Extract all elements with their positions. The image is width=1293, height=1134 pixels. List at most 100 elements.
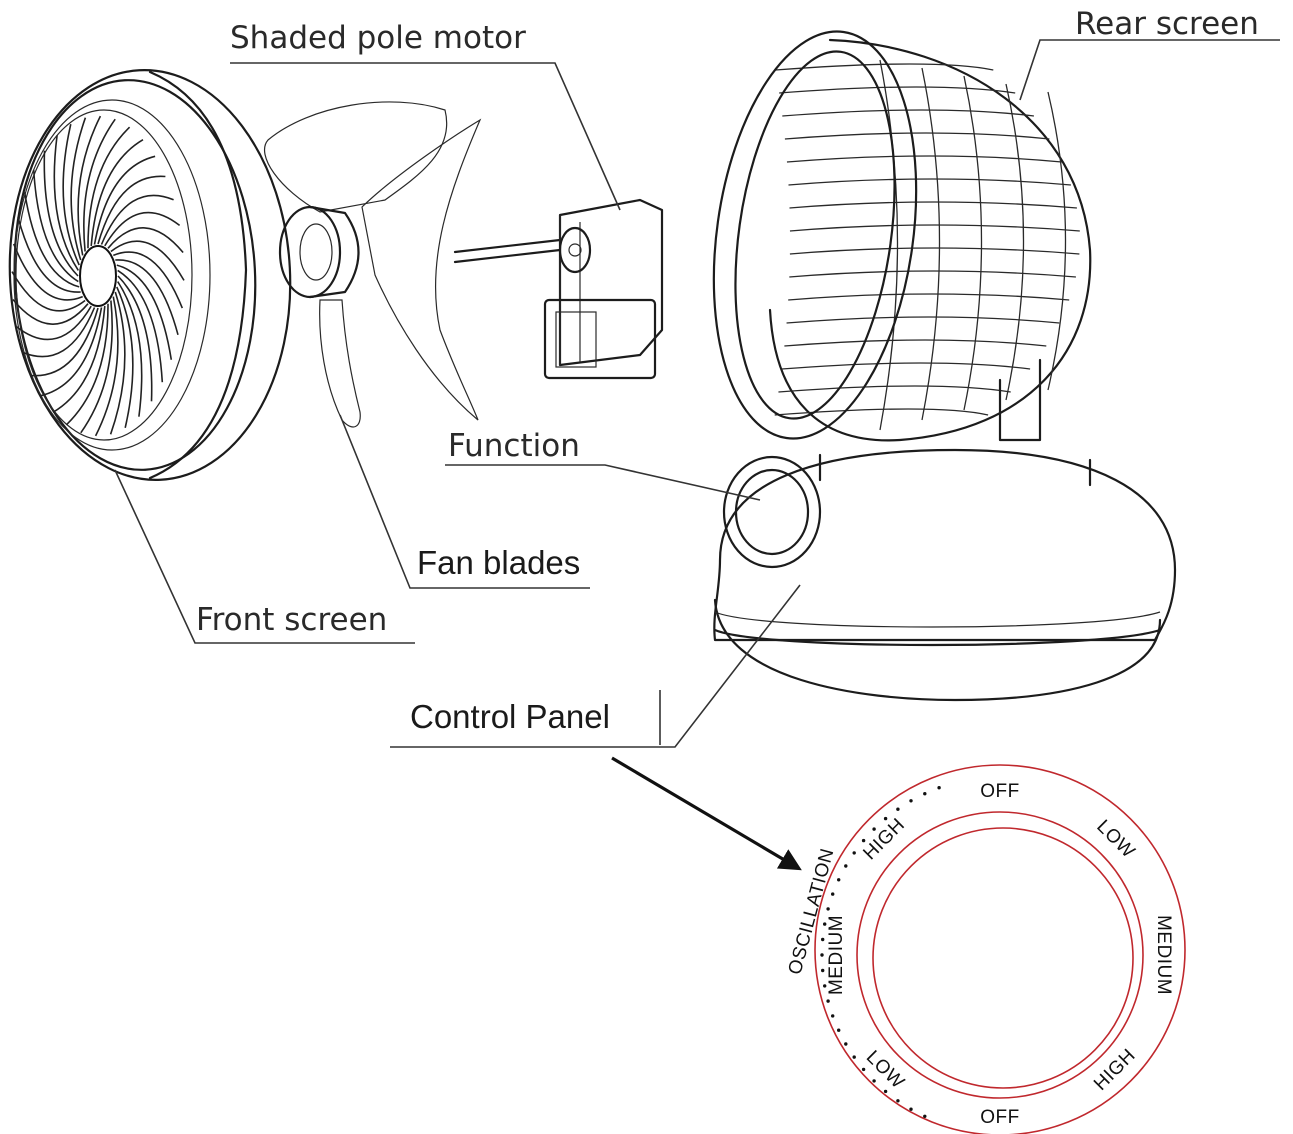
- cage-rib: [782, 109, 1034, 117]
- oscillation-dot: [909, 799, 913, 803]
- dial-setting-label: LOW: [862, 1047, 909, 1094]
- cage-rib: [788, 293, 1070, 301]
- fan-base-drawing: [713, 448, 1177, 702]
- grille-spoke: [11, 271, 86, 312]
- dial-setting-label: MEDIUM: [826, 915, 847, 995]
- grille-spoke: [52, 306, 106, 413]
- grille-spoke: [117, 281, 143, 417]
- dial-outer-ring: [814, 764, 1186, 1134]
- oscillation-dot: [923, 1114, 927, 1119]
- oscillation-dot: [883, 1089, 888, 1094]
- cage-rib: [786, 155, 1062, 163]
- arrow-icon: [611, 756, 802, 871]
- label-control-panel: Control Panel: [410, 698, 610, 735]
- cage-rib: [789, 270, 1076, 278]
- label-front-screen: Front screen: [196, 602, 387, 638]
- dial-setting-label: OFF: [980, 1107, 1020, 1128]
- label-shaded-pole-motor: Shaded pole motor: [230, 20, 526, 56]
- oscillation-dot: [821, 937, 825, 942]
- cage-rib: [789, 224, 1080, 232]
- oscillation-dot: [896, 807, 900, 811]
- cage-rib: [781, 362, 1031, 370]
- oscillation-dot: [837, 1028, 841, 1032]
- grille-spoke: [22, 307, 96, 358]
- grille-spoke: [94, 296, 119, 437]
- grille-spoke: [32, 169, 79, 283]
- grille-spoke: [112, 251, 184, 309]
- oscillation-dot: [861, 1067, 866, 1072]
- grille-spoke: [70, 117, 87, 261]
- dial-inner-ring: [872, 827, 1134, 1089]
- grille-spoke: [100, 194, 174, 245]
- oscillation-dot: [831, 1014, 835, 1018]
- oscillation-dot: [861, 838, 866, 843]
- cage-meridian: [921, 67, 941, 421]
- grille-spoke: [116, 264, 173, 360]
- leader-lines: [114, 39, 1280, 748]
- grille-spoke: [15, 305, 92, 341]
- cage-rib: [779, 86, 1016, 94]
- cage-rib: [784, 339, 1047, 347]
- grille-spoke: [93, 155, 156, 245]
- grille-spoke: [110, 240, 185, 281]
- grille-spoke: [117, 275, 153, 402]
- label-fan-blades: Fan blades: [417, 544, 580, 581]
- oscillation-dot: [823, 922, 827, 926]
- rear-screen-drawing: [712, 30, 1092, 442]
- oscillation-dot: [872, 827, 876, 831]
- cage-rib: [775, 63, 994, 71]
- oscillation-dot: [844, 1042, 848, 1046]
- cage-meridian: [1047, 91, 1067, 391]
- label-rear-screen: Rear screen: [1075, 6, 1259, 42]
- cage-rib: [778, 385, 1011, 393]
- control-dial: OFFLOWMEDIUMHIGHOFFLOWMEDIUMHIGHOSCILLAT…: [785, 764, 1186, 1134]
- oscillation-dot: [837, 878, 841, 882]
- grille-spoke: [30, 307, 99, 377]
- oscillation-dotted-arc: [820, 786, 941, 1119]
- oscillation-dot: [923, 792, 927, 796]
- label-function: Function: [448, 428, 580, 464]
- grille-spoke: [80, 300, 113, 434]
- grille-spoke: [77, 115, 102, 256]
- grille-spoke: [43, 150, 79, 277]
- grille-spoke: [116, 286, 134, 428]
- dial-middle-ring: [856, 811, 1144, 1099]
- grille-spoke: [115, 259, 179, 336]
- motor-drawing: [453, 198, 664, 380]
- cage-rib: [786, 316, 1060, 324]
- cage-rib: [789, 247, 1080, 255]
- cage-rib: [789, 201, 1077, 209]
- oscillation-dot: [883, 816, 888, 821]
- oscillation-dot: [937, 786, 941, 790]
- oscillation-dot: [852, 1055, 856, 1059]
- oscillation-dot: [820, 953, 824, 957]
- grille-spoke: [53, 135, 79, 271]
- oscillation-dot: [909, 1107, 913, 1111]
- grille-spoke: [65, 303, 109, 426]
- cage-meridian: [879, 59, 899, 431]
- dial-setting-label: LOW: [1092, 816, 1139, 863]
- oscillation-dot: [852, 851, 856, 855]
- grille-spoke: [17, 216, 81, 293]
- grille-spoke: [90, 139, 144, 246]
- grille-spoke: [109, 291, 126, 435]
- cage-rib: [788, 178, 1071, 186]
- grille-spoke: [12, 243, 84, 301]
- grille-spoke: [87, 126, 131, 249]
- oscillation-dot: [826, 907, 830, 911]
- grille-spoke: [23, 192, 80, 288]
- oscillation-dot: [823, 984, 827, 988]
- cage-meridian: [963, 75, 983, 411]
- grille-spoke: [107, 227, 184, 254]
- grille-spoke: [62, 124, 80, 266]
- grille-spoke: [117, 269, 164, 383]
- grille-spoke: [104, 211, 181, 247]
- dial-setting-label: OFF: [980, 781, 1020, 802]
- grille-spoke: [83, 118, 116, 252]
- oscillation-dot: [872, 1079, 876, 1083]
- oscillation-dot: [844, 864, 848, 868]
- dial-setting-label: HIGH: [1090, 1045, 1140, 1095]
- dial-setting-label: MEDIUM: [1153, 915, 1174, 995]
- cage-rib: [784, 132, 1050, 140]
